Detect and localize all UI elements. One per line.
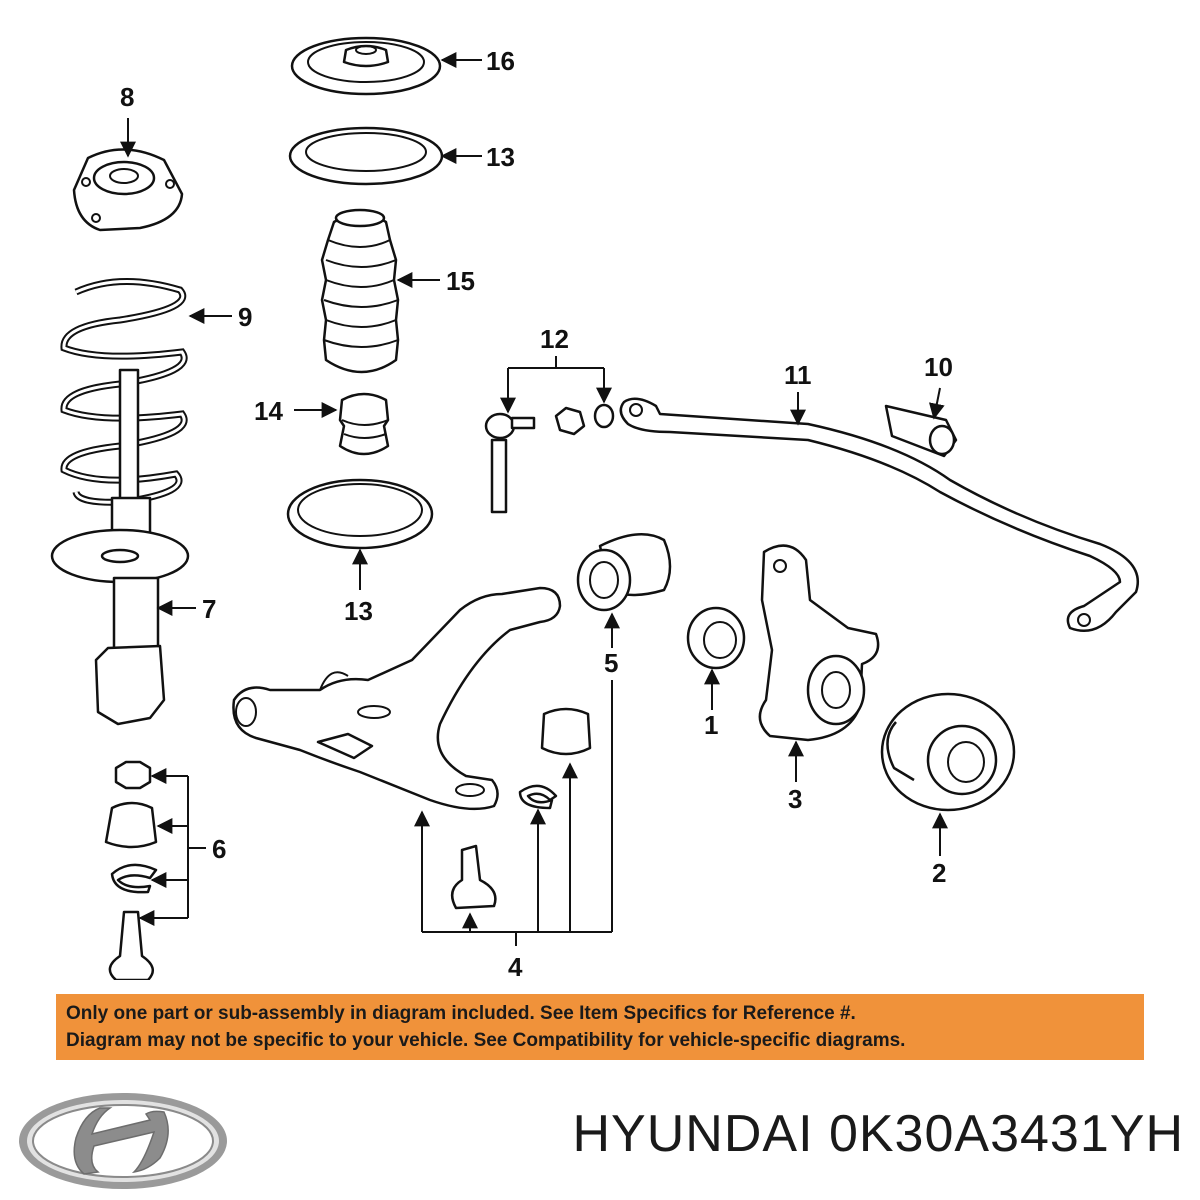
- callout-7: 7: [202, 594, 216, 624]
- disclaimer-line-1: Only one part or sub-assembly in diagram…: [66, 1003, 856, 1024]
- part-16-strut-mount: [290, 36, 442, 96]
- callout-8: 8: [120, 82, 134, 112]
- part-3-steering-knuckle: [758, 544, 880, 742]
- part-7-strut-assembly: [50, 496, 190, 726]
- part-12-stabilizer-link: [484, 403, 615, 514]
- part-1-wheel-bearing: [686, 606, 746, 670]
- disclaimer-line-2: Diagram may not be specific to your vehi…: [66, 1030, 906, 1051]
- part-4-ball-joint-hardware: [450, 707, 592, 910]
- part-4-lower-control-arm: [232, 586, 562, 811]
- part-14-bump-stop: [338, 392, 390, 456]
- disclaimer-banner: Only one part or sub-assembly in diagram…: [56, 994, 1144, 1060]
- leader-lines: [120, 52, 948, 946]
- callout-3: 3: [788, 784, 802, 814]
- part-5-control-arm-bushing: [576, 533, 672, 612]
- callout-10: 10: [924, 352, 953, 382]
- callout-11: 11: [784, 360, 812, 390]
- hyundai-logo-icon: [19, 1093, 227, 1189]
- callout-14: 14: [254, 396, 283, 426]
- callout-15: 15: [446, 266, 475, 296]
- callout-12: 12: [540, 324, 569, 354]
- callout-5: 5: [604, 648, 618, 678]
- part-13-upper-spring-seat: [288, 126, 444, 186]
- callout-1: 1: [704, 710, 718, 740]
- part-9-coil-spring: [60, 277, 188, 506]
- part-15-dust-boot: [320, 208, 400, 374]
- callout-9: 9: [238, 302, 252, 332]
- callout-13-lower: 13: [344, 596, 373, 626]
- part-2-wheel-hub: [880, 692, 1016, 812]
- part-8-upper-mount: [72, 148, 184, 232]
- callout-16: 16: [486, 46, 515, 76]
- part-11-stabilizer-bar: [619, 397, 1139, 632]
- part-10-stabilizer-bushing: [884, 404, 958, 458]
- part-number-title: HYUNDAI 0K30A3431YH: [572, 1105, 1184, 1163]
- callout-13-upper: 13: [486, 142, 515, 172]
- callout-4: 4: [508, 952, 523, 980]
- part-13-lower-spring-seat: [286, 478, 434, 550]
- callout-6: 6: [212, 834, 226, 864]
- callout-2: 2: [932, 858, 946, 888]
- part-6-hardware-kit: [104, 760, 158, 980]
- suspension-parts-diagram: 16 13 15 14 13 8 9 7 12 11 10 5 1 3 2 6 …: [50, 36, 1139, 980]
